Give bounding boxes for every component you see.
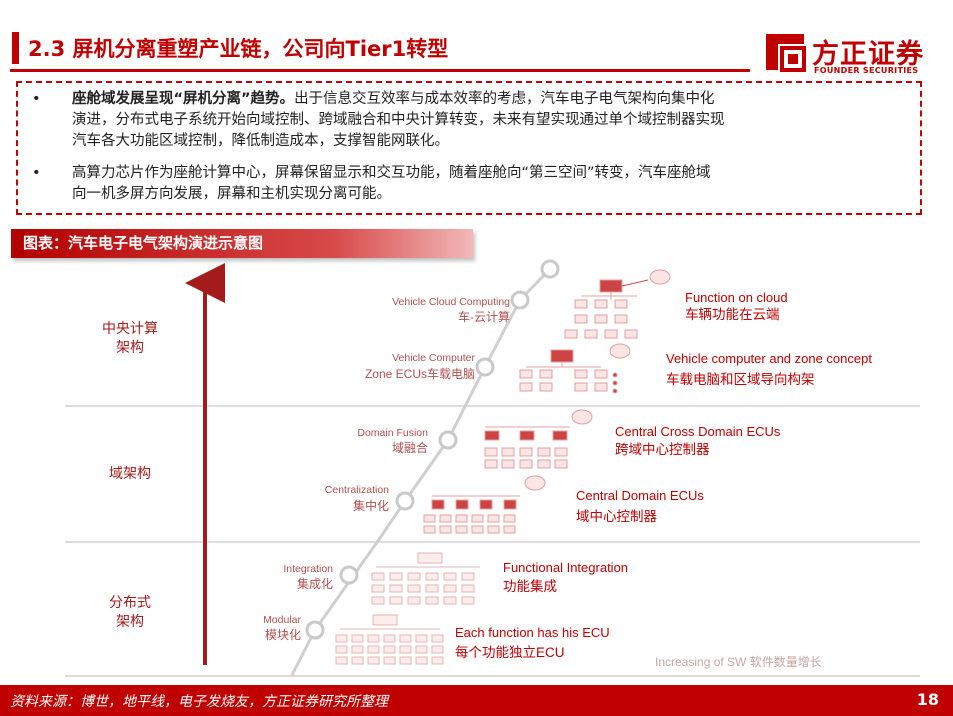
y-group-label: 中央计算 xyxy=(102,320,158,336)
bullet-line: 座舱域发展呈现“屏机分离”趋势。出于信息交互效率与成本效率的考虑，汽车电子电气架… xyxy=(72,91,715,107)
stage-en-label: Vehicle Cloud Computing xyxy=(392,296,510,308)
ecu-sketch-integration xyxy=(371,552,480,605)
y-group-label: 架构 xyxy=(116,613,144,629)
stage-desc-en: Functional Integration xyxy=(503,560,628,575)
ecu-sketch-cloud xyxy=(564,269,671,339)
stage-circle xyxy=(540,259,560,279)
title-accent-bar xyxy=(12,32,19,64)
company-logo: 方正证券 FOUNDER SECURITIES xyxy=(762,32,947,78)
source-note: 资料来源：博世，地平线，电子发烧友，方正证券研究所整理 xyxy=(10,694,388,710)
stage-cn-label: 集成化 xyxy=(297,576,333,591)
stage-en-label: Modular xyxy=(263,614,301,626)
summary-box: • 座舱域发展呈现“屏机分离”趋势。出于信息交互效率与成本效率的考虑，汽车电子电… xyxy=(16,81,922,215)
x-axis-label: Increasing of SW 软件数量增长 xyxy=(655,654,822,669)
stage-cn-label: 集中化 xyxy=(353,498,389,513)
evolution-diagonal xyxy=(290,267,552,676)
bullet-line: 高算力芯片作为座舱计算中心，屏幕保留显示和交互功能，随着座舱向“第三空间”转变，… xyxy=(72,165,711,181)
figure-label: 图表：汽车电子电气架构演进示意图 xyxy=(11,229,473,258)
stage-circle xyxy=(305,620,325,640)
stage-desc-en: Each function has his ECU xyxy=(455,625,610,640)
stage-en-label: Centralization xyxy=(325,484,389,496)
ecu-sketch-cross-domain xyxy=(484,409,593,469)
logo-chinese-name: 方正证券 xyxy=(812,39,924,70)
ee-architecture-diagram: 中央计算 架构 域架构 分布式 架构 Vehicle Cloud Computi… xyxy=(65,259,920,677)
stage-desc-en: Vehicle computer and zone concept xyxy=(666,351,872,366)
bullet-line: 汽车各大功能区域控制，降低制造成本，支撑智能网联化。 xyxy=(72,133,449,149)
ecu-sketch-zone xyxy=(519,343,631,394)
page-number: 18 xyxy=(916,690,939,709)
bullet-bold-lead: 座舱域发展呈现“屏机分离”趋势。 xyxy=(72,91,295,107)
stage-cn-label: 域融合 xyxy=(392,440,428,455)
stage-desc-en: Function on cloud xyxy=(685,290,788,305)
title-underline xyxy=(10,69,750,72)
stage-desc-cn: 车辆功能在云端 xyxy=(685,306,780,322)
footer-bar: 资料来源：博世，地平线，电子发烧友，方正证券研究所整理 18 xyxy=(0,685,953,716)
stage-en-label: Integration xyxy=(283,563,333,575)
page-title: 2.3 屏机分离重塑产业链，公司向Tier1转型 xyxy=(28,37,449,61)
stage-cn-label: 车-云计算 xyxy=(458,309,510,324)
stage-desc-cn: 功能集成 xyxy=(503,579,557,594)
stage-circle xyxy=(438,430,458,450)
y-group-label: 架构 xyxy=(116,339,144,355)
stage-en-label: Domain Fusion xyxy=(357,427,428,439)
founder-logo-icon xyxy=(766,34,806,72)
stage-circle xyxy=(510,290,530,310)
stage-circle xyxy=(475,357,495,377)
stage-desc-en: Central Cross Domain ECUs xyxy=(615,424,781,439)
bullet-dot: • xyxy=(32,91,41,107)
ecu-sketch-modular xyxy=(335,614,444,665)
ecu-sketch-central-domain xyxy=(423,475,546,534)
stage-markers xyxy=(305,259,560,640)
y-group-label: 分布式 xyxy=(109,594,151,610)
stage-circle xyxy=(395,491,415,511)
logo-english-name: FOUNDER SECURITIES xyxy=(814,66,919,75)
stage-desc-cn: 域中心控制器 xyxy=(576,509,657,524)
stage-cn-label: 模块化 xyxy=(265,628,301,642)
bullet-dot: • xyxy=(32,165,41,181)
bullet-line: 演进，分布式电子系统开始向域控制、跨域融合和中央计算转变，未来有望实现通过单个域… xyxy=(72,112,725,128)
stage-desc-cn: 车载电脑和区域导向构架 xyxy=(666,371,815,387)
y-group-label: 域架构 xyxy=(109,465,151,481)
stage-desc-cn: 跨域中心控制器 xyxy=(615,442,710,457)
stage-en-label: Vehicle Computer xyxy=(392,352,475,364)
stage-desc-en: Central Domain ECUs xyxy=(576,488,704,503)
stage-cn-label: Zone ECUs车载电脑 xyxy=(365,366,475,381)
stage-circle xyxy=(339,565,359,585)
bullet-line: 向一机多屏方向发展，屏幕和主机实现分离可能。 xyxy=(72,186,391,202)
stage-desc-cn: 每个功能独立ECU xyxy=(455,645,565,660)
